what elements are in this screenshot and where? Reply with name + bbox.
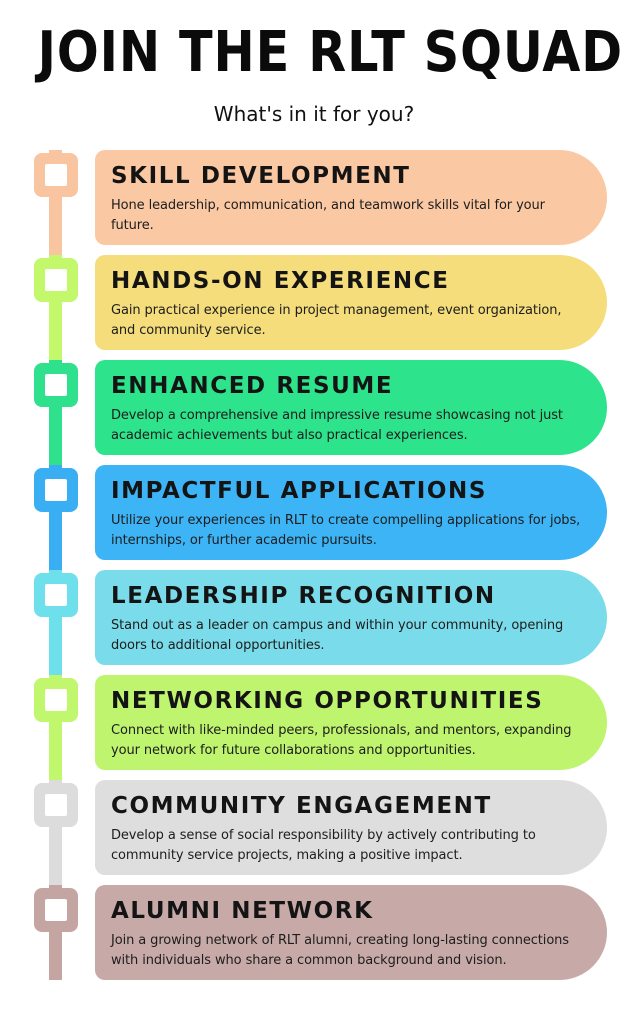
benefit-description: Gain practical experience in project man…: [111, 303, 562, 338]
benefit-title: IMPACTFUL APPLICATIONS: [111, 478, 488, 504]
page-title: JOIN THE RLT SQUAD!: [37, 20, 628, 85]
checkbox-icon: [34, 783, 78, 827]
benefit-card: LEADERSHIP RECOGNITION Stand out as a le…: [95, 570, 607, 665]
benefit-item: ALUMNI NETWORK Join a growing network of…: [0, 885, 628, 980]
benefit-card: COMMUNITY ENGAGEMENT Develop a sense of …: [95, 780, 607, 875]
benefit-item: IMPACTFUL APPLICATIONS Utilize your expe…: [0, 465, 628, 570]
benefit-description: Develop a sense of social responsibility…: [111, 828, 536, 863]
checkbox-icon: [34, 573, 78, 617]
benefit-title: NETWORKING OPPORTUNITIES: [111, 688, 544, 714]
checkbox-icon: [34, 888, 78, 932]
benefit-description: Join a growing network of RLT alumni, cr…: [111, 933, 569, 968]
benefit-description: Hone leadership, communication, and team…: [111, 198, 545, 233]
benefit-item: SKILL DEVELOPMENT Hone leadership, commu…: [0, 150, 628, 255]
benefit-title: COMMUNITY ENGAGEMENT: [111, 793, 492, 819]
benefit-card: ALUMNI NETWORK Join a growing network of…: [95, 885, 607, 980]
benefit-item: LEADERSHIP RECOGNITION Stand out as a le…: [0, 570, 628, 675]
benefit-description: Develop a comprehensive and impressive r…: [111, 408, 563, 443]
benefit-card: HANDS-ON EXPERIENCE Gain practical exper…: [95, 255, 607, 350]
checkbox-icon: [34, 153, 78, 197]
benefit-title: HANDS-ON EXPERIENCE: [111, 268, 450, 294]
benefit-card: ENHANCED RESUME Develop a comprehensive …: [95, 360, 607, 455]
page-subtitle: What's in it for you?: [213, 102, 415, 126]
benefit-card: SKILL DEVELOPMENT Hone leadership, commu…: [95, 150, 607, 245]
benefit-title: ENHANCED RESUME: [111, 373, 394, 399]
benefit-description: Stand out as a leader on campus and with…: [111, 618, 564, 653]
benefit-title: LEADERSHIP RECOGNITION: [111, 583, 496, 609]
checkbox-icon: [34, 468, 78, 512]
checkbox-icon: [34, 258, 78, 302]
checkbox-icon: [34, 678, 78, 722]
benefit-title: ALUMNI NETWORK: [111, 898, 374, 924]
benefit-description: Utilize your experiences in RLT to creat…: [111, 513, 581, 548]
benefit-item: COMMUNITY ENGAGEMENT Develop a sense of …: [0, 780, 628, 885]
checkbox-icon: [34, 363, 78, 407]
benefit-card: IMPACTFUL APPLICATIONS Utilize your expe…: [95, 465, 607, 560]
benefit-item: ENHANCED RESUME Develop a comprehensive …: [0, 360, 628, 465]
benefit-item: NETWORKING OPPORTUNITIES Connect with li…: [0, 675, 628, 780]
benefit-item: HANDS-ON EXPERIENCE Gain practical exper…: [0, 255, 628, 360]
benefit-description: Connect with like-minded peers, professi…: [111, 723, 572, 758]
benefit-card: NETWORKING OPPORTUNITIES Connect with li…: [95, 675, 607, 770]
benefit-title: SKILL DEVELOPMENT: [111, 163, 411, 189]
